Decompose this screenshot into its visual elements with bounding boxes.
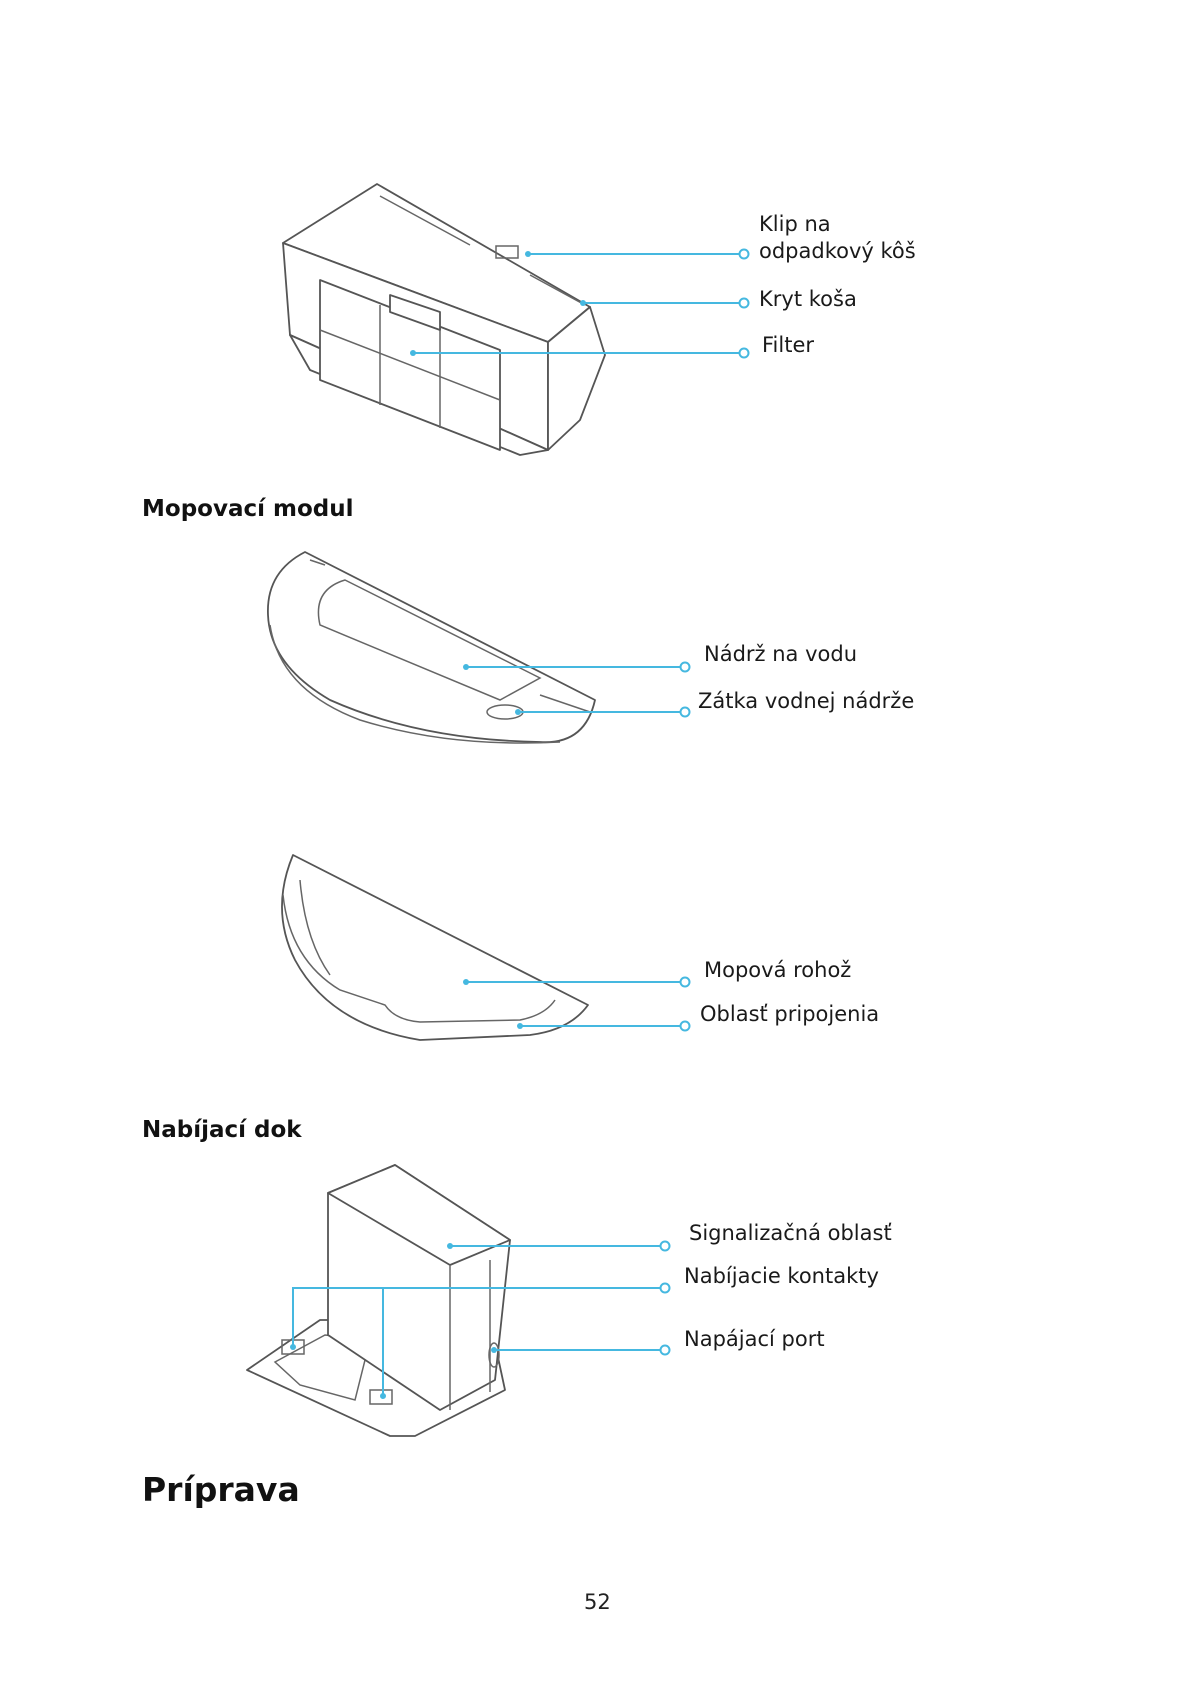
heading-mop-module: Mopovací modul (142, 496, 353, 522)
label-bin-cover: Kryt koša (759, 286, 857, 313)
label-mop-pad: Mopová rohož (704, 957, 851, 984)
label-bin-clip-line1: Klip na (759, 211, 916, 238)
label-bin-clip: Klip na odpadkový kôš (759, 211, 916, 265)
mop-module-top-illustration (268, 552, 595, 743)
heading-preparation: Príprava (142, 1470, 300, 1509)
label-signal-area: Signalizačná oblasť (689, 1220, 892, 1247)
heading-charging-dock: Nabíjací dok (142, 1117, 302, 1143)
dustbin-illustration (283, 184, 605, 455)
label-bin-clip-line2: odpadkový kôš (759, 238, 916, 265)
label-filter: Filter (762, 332, 814, 359)
label-charging-contacts: Nabíjacie kontakty (684, 1263, 879, 1290)
label-attachment-area: Oblasť pripojenia (700, 1001, 879, 1028)
label-power-port: Napájací port (684, 1326, 825, 1353)
label-water-tank: Nádrž na vodu (704, 641, 857, 668)
charging-dock-illustration (247, 1165, 510, 1436)
label-tank-stopper: Zátka vodnej nádrže (698, 688, 914, 715)
page-number: 52 (584, 1590, 611, 1614)
mop-pad-illustration (282, 855, 588, 1040)
